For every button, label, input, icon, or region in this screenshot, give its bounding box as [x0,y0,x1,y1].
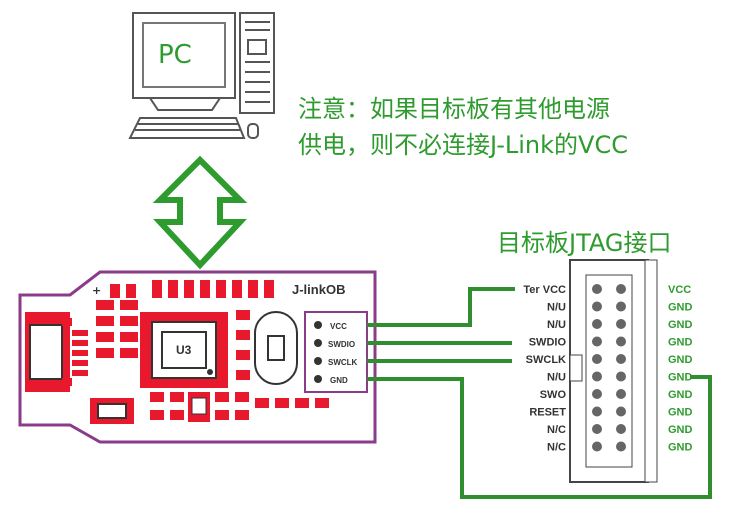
jtag-pin-3 [592,301,602,312]
component-pads-top [96,280,274,380]
jtag-pin-17 [592,424,602,434]
jtag-right-label: GND [668,302,693,314]
jtag-right-label: GND [668,354,693,366]
bidirectional-arrow-icon [152,155,248,270]
jtag-pin-15 [592,406,602,417]
jtag-pin-13 [592,389,602,399]
jtag-title: 目标板JTAG接口 [497,229,672,257]
jtag-left-label: SWDIO [529,337,567,349]
jtag-left-label: N/C [547,442,566,454]
jtag-right-label: GND [668,407,693,419]
connection-wires [367,287,712,499]
jtag-pin-18 [616,424,626,434]
jtag-pin-20 [616,441,626,452]
power-note-line-1: 注意：如果目标板有其他电源 [298,95,610,123]
jtag-left-label: Ter VCC [523,284,566,296]
jtag-pin-19 [592,441,602,452]
jtag-right-label: GND [668,389,693,401]
crystal-oscillator [254,311,298,385]
jtag-pin-1 [592,284,602,294]
board-pin-swdio: SWDIO [328,340,355,349]
board-name-label: J-linkOB [292,282,345,297]
jtag-pin-4 [616,301,626,312]
pc-computer-icon [128,12,275,139]
jtag-right-label: GND [668,372,693,384]
jtag-left-label: SWO [540,389,567,401]
jtag-left-label: N/U [547,302,566,314]
jtag-pin-16 [616,406,626,417]
jtag-pin-6 [616,319,626,329]
jtag-left-label: SWCLK [526,354,566,366]
chip-u3 [140,312,228,388]
jtag-pin-2 [616,284,626,294]
jtag-pin-12 [616,371,626,382]
usb-pad-array [72,330,88,376]
jtag-pin-11 [592,371,602,382]
jtag-pin-10 [616,354,626,364]
pc-label: PC [158,40,192,70]
jtag-pin-7 [592,336,602,347]
jtag-pin-8 [616,336,626,347]
chip-u3-label: U3 [176,343,192,357]
jtag-right-label: VCC [668,284,691,296]
jtag-pin-14 [616,389,626,399]
power-note-line-2: 供电，则不必连接J-Link的VCC [298,131,628,159]
swd-header [304,311,368,393]
jtag-left-label: N/C [547,424,566,436]
jtag-pin-5 [592,319,602,329]
jtag-left-label: N/U [547,319,566,331]
component-pads-bottom [90,392,329,424]
jtag-right-label: GND [668,337,693,349]
board-pin-swclk: SWCLK [328,358,358,367]
jtag-pin-9 [592,354,602,364]
jtag-connector [569,259,658,483]
jtag-left-label: RESET [529,407,566,419]
jtag-right-label: GND [668,319,693,331]
board-pin-gnd: GND [330,376,348,385]
jtag-right-label: GND [668,424,693,436]
jtag-left-label: N/U [547,372,566,384]
jtag-right-label: GND [668,442,693,454]
board-plus-label: + [92,284,101,297]
jlink-ob-board: + J-linkOB U3 VCC SWDIO SWCLK GND [18,270,377,444]
board-pin-vcc: VCC [330,322,347,331]
usb-connector [25,312,72,392]
